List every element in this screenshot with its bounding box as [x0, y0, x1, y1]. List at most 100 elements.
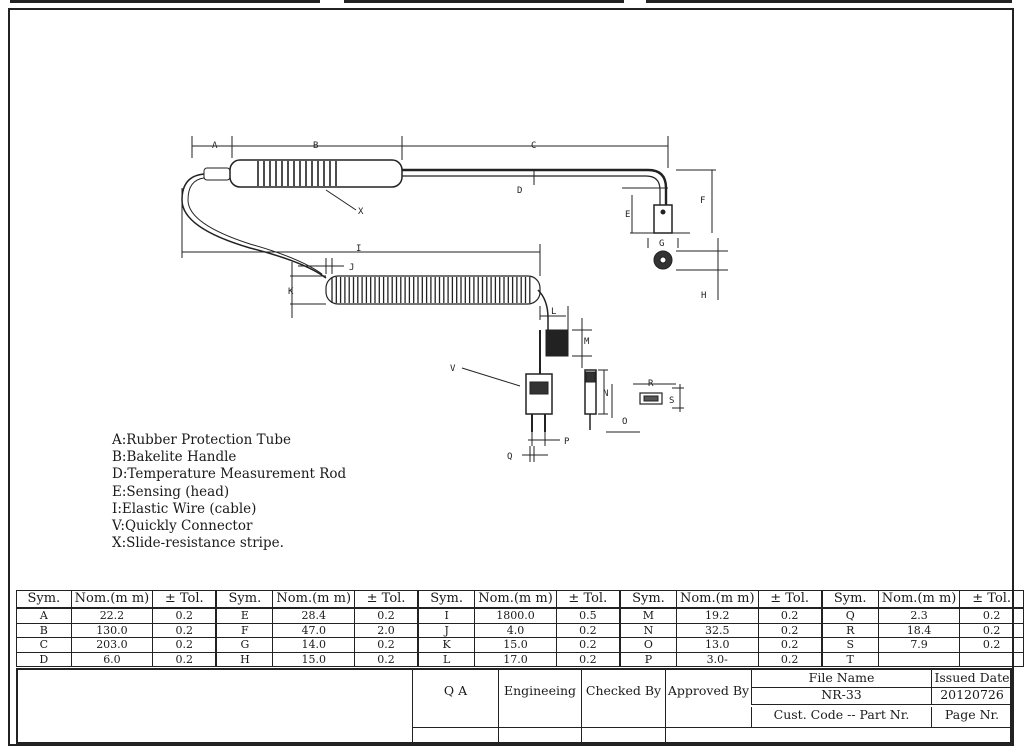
strain-relief	[545, 329, 569, 357]
qa-cell: Q A	[412, 670, 498, 744]
file-name-label-cell: File Name	[751, 670, 931, 687]
nom-cell: 7.9	[877, 637, 961, 653]
dim-label-J: J	[349, 263, 354, 273]
sensing-head	[653, 204, 673, 234]
dim-label-H: H	[701, 291, 706, 301]
nom-cell	[877, 651, 961, 667]
legend-item: V:Quickly Connector	[112, 518, 253, 535]
dim-label-X: X	[358, 207, 364, 217]
header-nom: Nom.(m m)	[70, 590, 154, 609]
tol-cell: 0.5	[555, 607, 621, 624]
header-sym: Sym.	[618, 590, 677, 609]
dim-label-K: K	[288, 287, 294, 297]
dim-label-F: F	[700, 196, 705, 206]
leader-X	[325, 189, 357, 211]
dim-label-S: S	[669, 396, 674, 406]
legend-item: B:Bakelite Handle	[112, 449, 237, 466]
issued-date-value: 20120726	[940, 687, 1004, 702]
sym-cell: T	[820, 651, 879, 667]
dim-label-B: B	[313, 141, 318, 151]
header-tol: ± Tol.	[152, 590, 217, 609]
nom-cell: 14.0	[272, 637, 356, 653]
header-sym: Sym.	[215, 590, 274, 609]
tol-cell	[959, 651, 1024, 667]
tol-cell: 0.2	[757, 651, 823, 667]
tolerance-table: Sym. Nom.(m m) ± Tol. Sym. Nom.(m m) ± T…	[16, 590, 1024, 667]
sym-cell: N	[618, 622, 677, 638]
tol-cell: 0.2	[757, 637, 823, 653]
sym-cell: Q	[820, 607, 879, 624]
header-nom: Nom.(m m)	[877, 590, 961, 609]
drawing-sheet-border	[8, 8, 1014, 746]
sym-cell: S	[820, 637, 879, 653]
approved-by-label: Approved By	[667, 683, 750, 698]
checked-by-label: Checked By	[585, 683, 662, 698]
engineering-cell: Engineeing	[498, 670, 581, 744]
issued-date-label: Issued Date	[934, 670, 1010, 685]
header-sym: Sym.	[16, 590, 72, 609]
tol-cell: 0.2	[354, 607, 419, 624]
cust-code-cell: Cust. Code -- Part Nr.	[751, 707, 931, 727]
top-edge-bar	[344, 0, 624, 3]
nom-cell: 18.4	[877, 622, 961, 638]
rubber-protection-tube	[203, 167, 231, 181]
dim-label-E: E	[625, 210, 630, 220]
header-sym: Sym.	[820, 590, 879, 609]
title-block-rule	[751, 704, 1012, 705]
tol-cell: 0.2	[354, 651, 419, 667]
top-edge-bar	[646, 0, 1012, 3]
title-block: Q A Engineeing Checked By Approved By Fi…	[16, 668, 1012, 744]
dim-label-V: V	[450, 364, 456, 374]
nom-cell: 203.0	[70, 637, 154, 653]
page-nr-cell: Page Nr.	[931, 707, 1012, 727]
sym-cell: M	[618, 607, 677, 624]
header-nom: Nom.(m m)	[272, 590, 356, 609]
file-name-value: NR-33	[821, 687, 862, 702]
nom-cell: 2.3	[877, 607, 961, 624]
nom-cell: 22.2	[70, 607, 154, 624]
nom-cell: 15.0	[474, 637, 557, 653]
dim-label-L: L	[551, 307, 556, 317]
bakelite-handle	[229, 159, 403, 188]
legend-item: A:Rubber Protection Tube	[112, 432, 292, 448]
dim-label-O: O	[622, 417, 627, 427]
issued-date-label-cell: Issued Date	[931, 670, 1012, 687]
dim-label-R: R	[648, 379, 654, 389]
dim-label-A: A	[212, 141, 218, 151]
nom-cell: 4.0	[474, 622, 557, 638]
tol-cell: 0.2	[152, 637, 217, 653]
tol-cell: 0.2	[959, 607, 1024, 624]
nom-cell: 47.0	[272, 622, 356, 638]
sym-cell: O	[618, 637, 677, 653]
nom-cell: 15.0	[272, 651, 356, 667]
dim-label-D: D	[517, 186, 522, 196]
tol-cell: 0.2	[555, 651, 621, 667]
nom-cell: 3.0-	[675, 651, 759, 667]
legend-item: X:Slide-resistance stripe.	[112, 535, 284, 552]
header-tol: ± Tol.	[555, 590, 621, 609]
header-tol: ± Tol.	[354, 590, 419, 609]
cust-code-label: Cust. Code -- Part Nr.	[773, 707, 910, 722]
sensing-head-dot	[660, 209, 666, 215]
sym-cell: L	[417, 651, 476, 667]
legend-item: I:Elastic Wire (cable)	[112, 500, 257, 517]
sym-cell: F	[215, 622, 274, 638]
tolerance-row: B 130.0 0.2 F 47.0 2.0 J 4.0 0.2 N 32.5 …	[16, 622, 1024, 638]
sym-cell: K	[417, 637, 476, 653]
slide-resistance-stripe	[257, 161, 337, 186]
parts-legend: A:Rubber Protection Tube B:Bakelite Hand…	[112, 432, 346, 552]
legend-item: E:Sensing (head)	[112, 483, 230, 500]
tol-cell: 0.2	[555, 622, 621, 638]
tol-cell: 0.2	[152, 607, 217, 624]
issued-date-cell: 20120726	[931, 687, 1012, 704]
tolerance-header-row: Sym. Nom.(m m) ± Tol. Sym. Nom.(m m) ± T…	[16, 590, 1024, 609]
nom-cell: 28.4	[272, 607, 356, 624]
tolerance-row: D 6.0 0.2 H 15.0 0.2 L 17.0 0.2 P 3.0- 0…	[16, 651, 1024, 667]
top-edge-bar	[10, 0, 320, 3]
tol-cell: 0.2	[757, 607, 823, 624]
sym-cell: D	[16, 651, 72, 667]
tol-cell: 0.2	[959, 622, 1024, 638]
dim-label-M: M	[584, 337, 590, 347]
title-block-rule	[751, 687, 1012, 688]
